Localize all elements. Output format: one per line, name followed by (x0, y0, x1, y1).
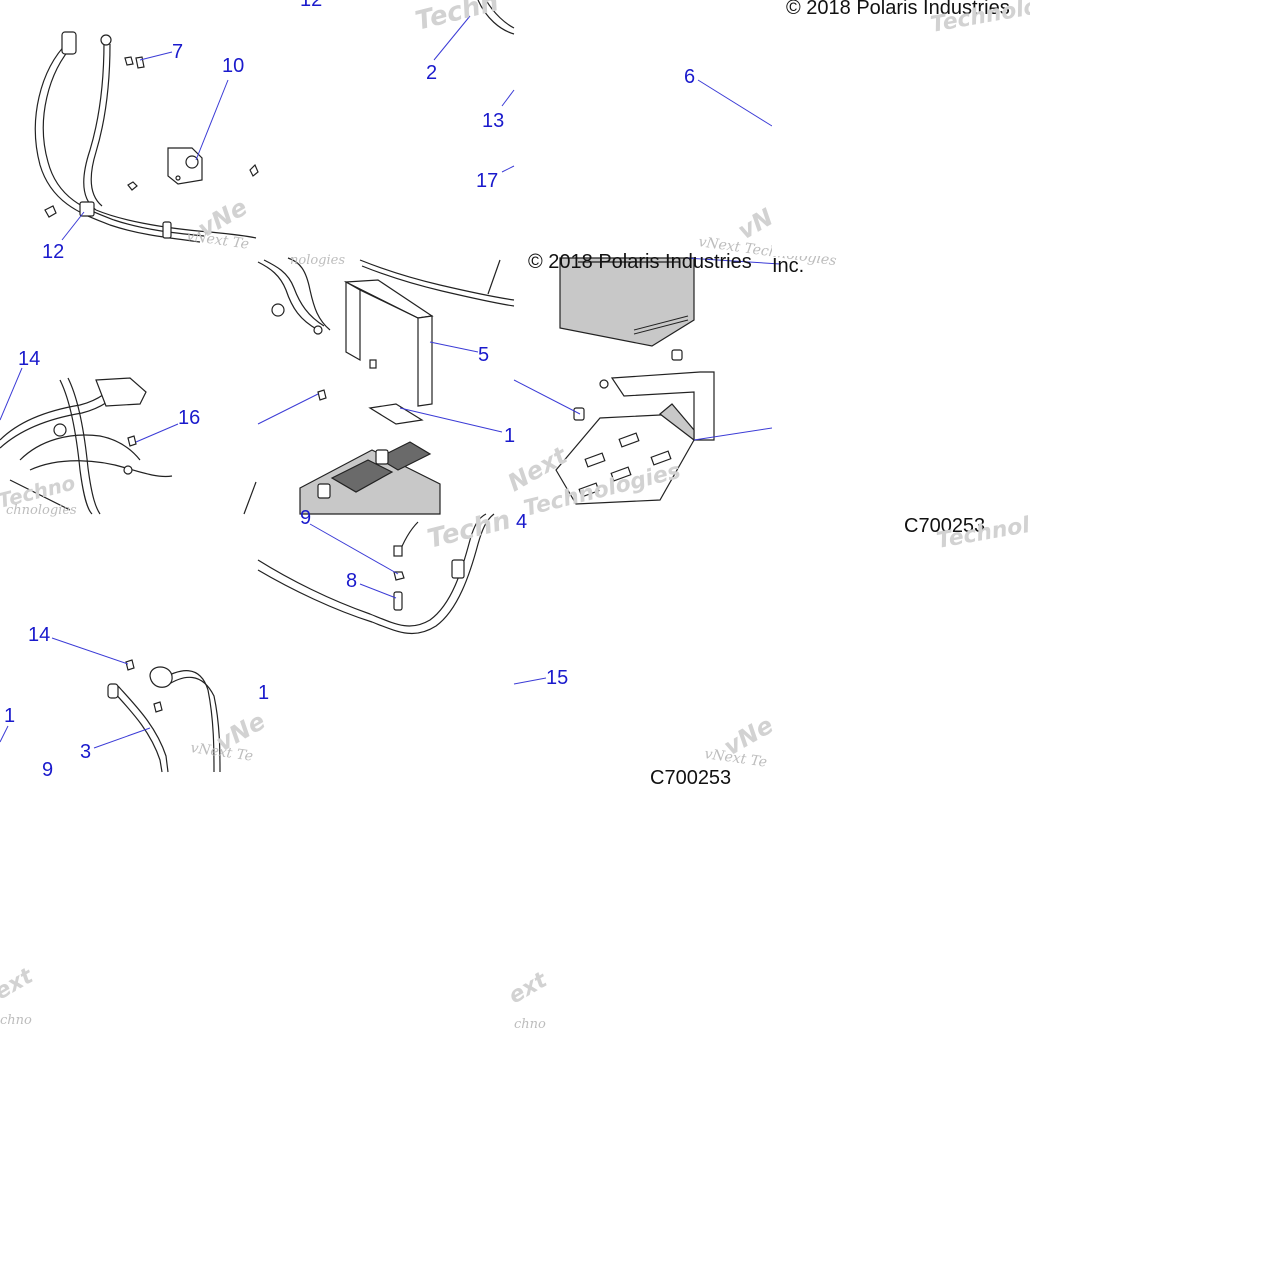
callout-10: 10 (222, 55, 244, 77)
callout-14-upper: 14 (18, 348, 40, 370)
battery (299, 441, 441, 557)
callout-16: 16 (178, 407, 200, 429)
watermark-chno-1: chno (0, 1013, 32, 1028)
drawing-code: C700253 (904, 515, 985, 537)
callout-1-lower: 1 (258, 682, 269, 704)
callout-12-left: 12 (42, 241, 64, 263)
nut-9 (393, 571, 405, 581)
callout-7: 7 (172, 41, 183, 63)
callout-12-top: 12 (300, 0, 322, 11)
leader-lines (0, 15, 781, 749)
cable-terminal (61, 31, 77, 55)
callouts: 12 2 7 10 13 17 6 12 14 16 5 1 9 4 8 15 … (4, 0, 695, 781)
callout-5: 5 (478, 344, 489, 366)
upper-middle-cables (257, 0, 515, 335)
callout-4: 4 (516, 511, 527, 533)
watermark-chnologies-1: chnologies (6, 503, 77, 518)
callout-13: 13 (482, 110, 504, 132)
watermark-nologies-1: nologies (290, 253, 345, 268)
tile-masks (772, 0, 1285, 560)
tray-4 (610, 371, 715, 441)
secondary-battery (559, 257, 695, 347)
callout-1-left: 1 (4, 705, 15, 727)
callout-2: 2 (426, 62, 437, 84)
copyright-mid-fragment: Inc. (772, 255, 804, 277)
watermark-ext-2: ext (505, 967, 553, 1009)
callout-15: 15 (546, 667, 568, 689)
copyright-mid: © 2018 Polaris Industries (528, 251, 752, 273)
callout-6: 6 (684, 66, 695, 88)
callout-9-bottom: 9 (42, 759, 53, 781)
watermark-chno-2: chno (514, 1017, 546, 1032)
left-harness (0, 377, 257, 515)
copyright-top: © 2018 Polaris Industries (786, 0, 1010, 19)
lower-left-cables (107, 659, 221, 773)
drawing-labels: © 2018 Polaris Industries © 2018 Polaris… (528, 0, 1010, 789)
nut (44, 205, 57, 218)
callout-14-lower: 14 (28, 624, 50, 646)
watermark-ext-1: ext (0, 963, 39, 1005)
screw-7 (124, 56, 134, 66)
nut-14 (125, 659, 135, 671)
terminal-ring (271, 303, 285, 317)
callout-17: 17 (476, 170, 498, 192)
callout-8: 8 (346, 570, 357, 592)
screw-16 (127, 435, 137, 447)
lower-middle-cable (257, 513, 495, 635)
drawing-code-fragment: C700253 (650, 767, 731, 789)
upper-left-cable-assembly (34, 31, 259, 243)
callout-9: 9 (300, 507, 311, 529)
battery-bracket-5 (317, 279, 434, 425)
callout-3: 3 (80, 741, 91, 763)
callout-1-mid: 1 (504, 425, 515, 447)
battery-tray-assembly (555, 257, 715, 505)
watermark-vnext-1: vNext Te (185, 228, 250, 253)
bolt-8 (393, 591, 403, 611)
battery-pad-1 (368, 403, 424, 425)
